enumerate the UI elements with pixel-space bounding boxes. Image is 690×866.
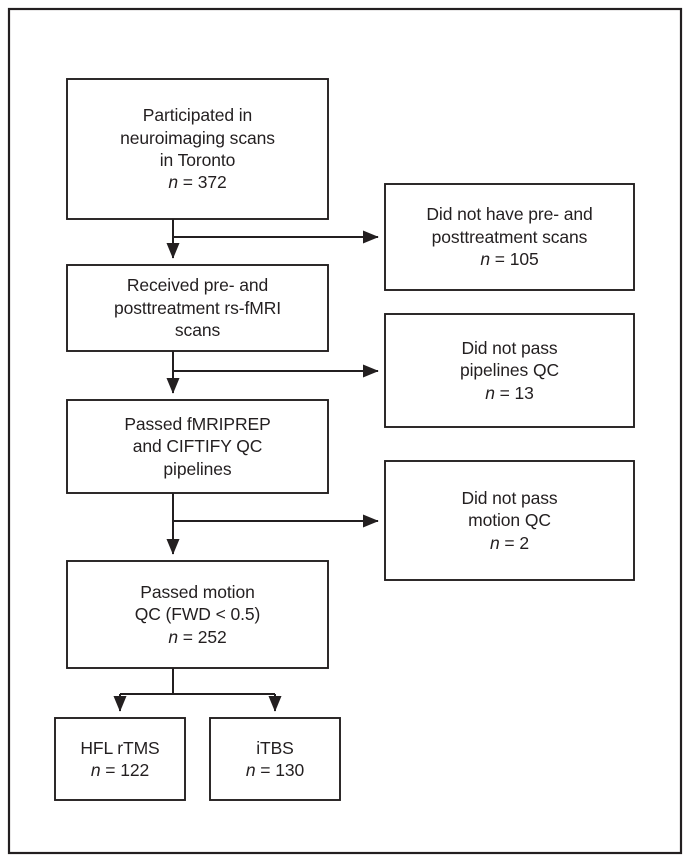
- node-itbs: [209, 717, 341, 801]
- node-received-scans: [66, 264, 329, 352]
- node-participated: [66, 78, 329, 220]
- node-passed-pipelines: [66, 399, 329, 494]
- node-failed-motion-qc: [384, 460, 635, 581]
- node-hfl-rtms: [54, 717, 186, 801]
- figure-border: [7, 7, 683, 855]
- node-no-pre-post: [384, 183, 635, 291]
- node-passed-motion: [66, 560, 329, 669]
- node-failed-pipelines-qc: [384, 313, 635, 428]
